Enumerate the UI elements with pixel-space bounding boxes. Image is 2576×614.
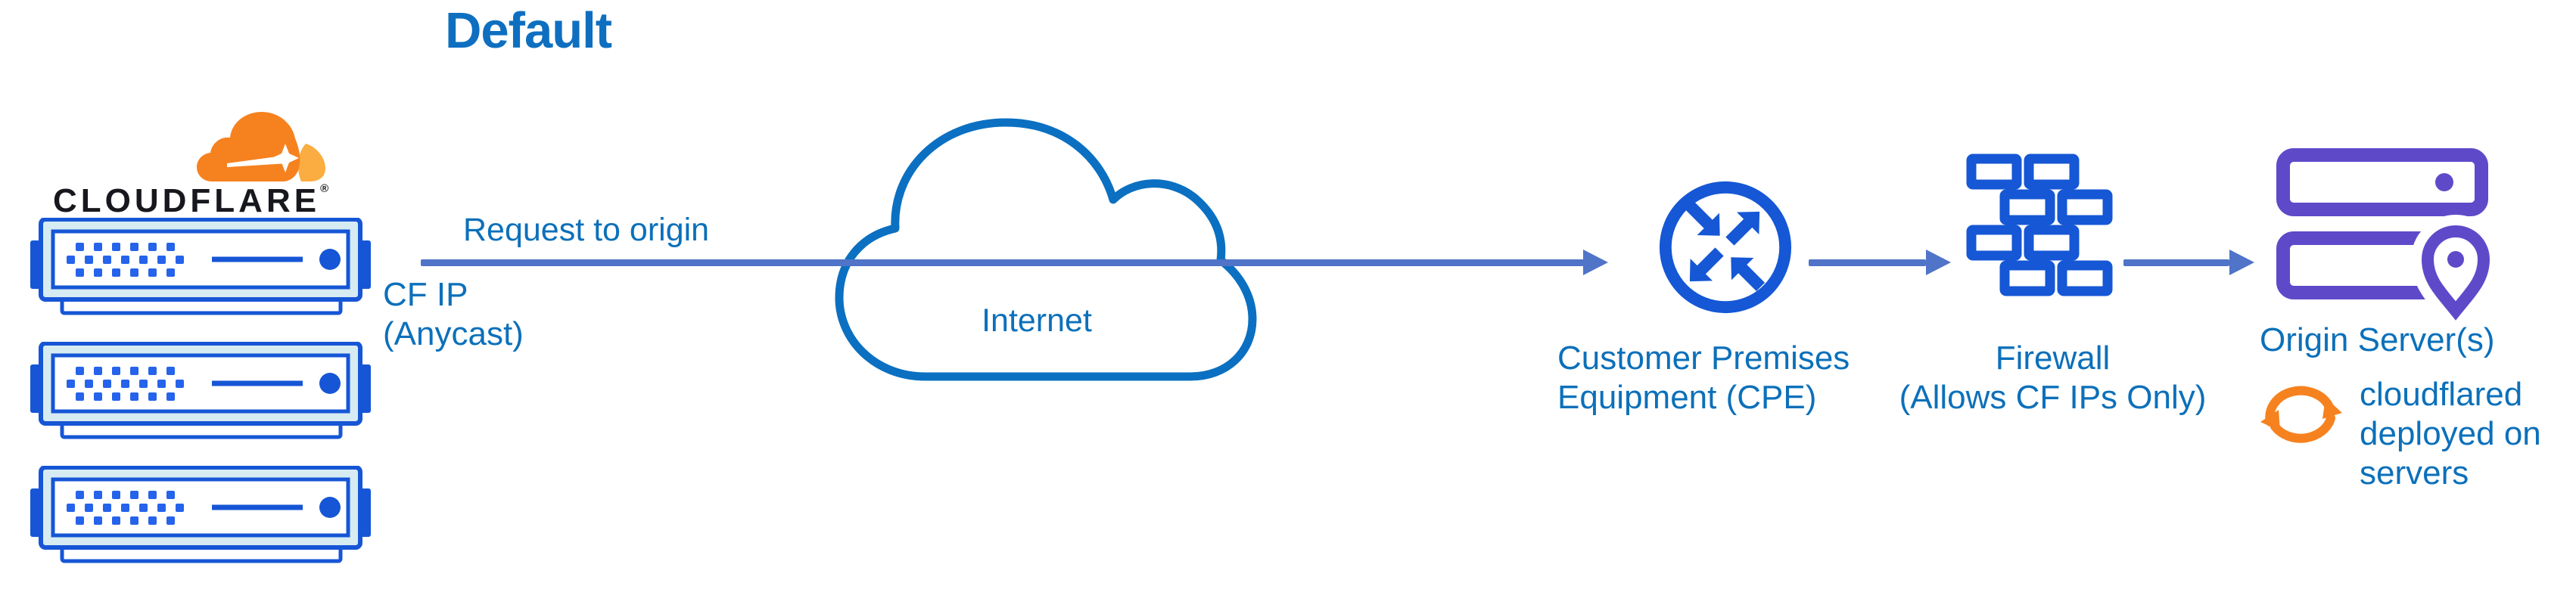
page-title: Default	[445, 2, 612, 59]
flow-line-cpe-firewall	[1809, 259, 1926, 266]
flow-line-main	[421, 259, 1584, 266]
cf-ip-label: CF IP (Anycast)	[383, 276, 524, 352]
flow-arrowhead-cpe-firewall	[1926, 250, 1951, 275]
cloudflared-note: cloudflared deployed on servers	[2360, 376, 2541, 492]
cloudflare-logo: CLOUDFLARE®	[0, 98, 378, 234]
cloudflare-cloud-icon	[197, 112, 325, 181]
cpe-router-icon	[1659, 181, 1792, 314]
sync-arrows-icon	[2260, 386, 2342, 443]
cf-server-icon-3	[30, 466, 371, 563]
internet-label: Internet	[982, 302, 1092, 339]
flow-arrowhead-firewall-origin	[2229, 250, 2254, 275]
origin-servers-icon	[2276, 148, 2492, 321]
flow-line-firewall-origin	[2123, 259, 2229, 266]
request-to-origin-label: Request to origin	[463, 212, 710, 248]
cpe-label: Customer Premises Equipment (CPE)	[1557, 340, 1850, 416]
origin-servers-label: Origin Server(s)	[2260, 321, 2495, 358]
internet-cloud-icon	[835, 118, 1257, 381]
firewall-label: Firewall (Allows CF IPs Only)	[1899, 340, 2207, 416]
cf-server-icon-2	[30, 342, 371, 439]
cf-server-icon-1	[30, 218, 371, 315]
firewall-icon	[1966, 154, 2113, 296]
registered-mark: ®	[320, 182, 329, 195]
flow-arrowhead-main	[1583, 250, 1608, 275]
cloudflare-wordmark: CLOUDFLARE®	[53, 182, 329, 219]
